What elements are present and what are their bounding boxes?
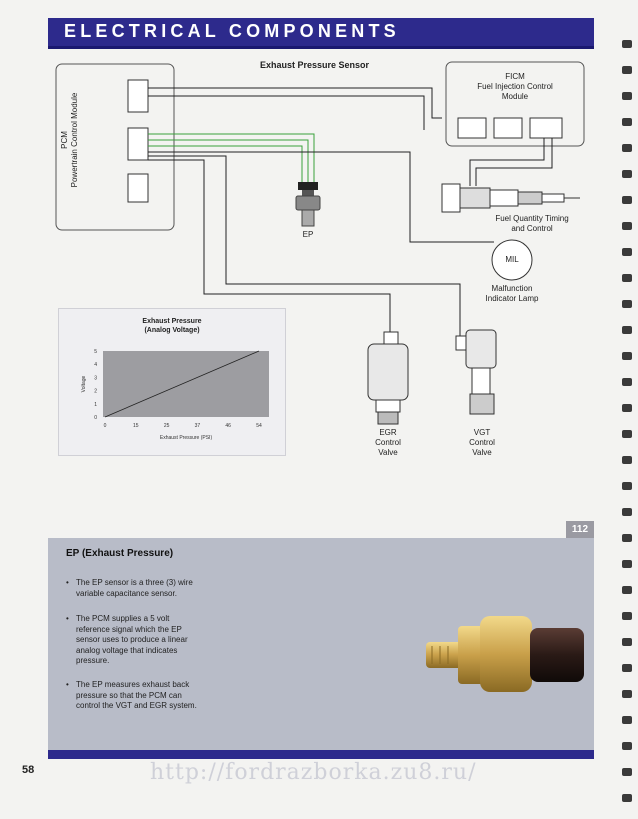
wiring-svg bbox=[55, 61, 585, 425]
page-title: ELECTRICAL COMPONENTS bbox=[64, 21, 400, 41]
mil-label: MIL bbox=[505, 255, 519, 264]
ficm-label: FICM Fuel Injection Control Module bbox=[477, 72, 553, 101]
x-axis-label: Exhaust Pressure (PSI) bbox=[160, 435, 213, 441]
page-number: 58 bbox=[22, 764, 35, 776]
ficm-connector-1 bbox=[457, 117, 487, 139]
info-strip bbox=[48, 750, 594, 759]
x-tick-label: 46 bbox=[225, 423, 231, 429]
ep-wire-3 bbox=[148, 145, 303, 182]
mil-lamp-icon bbox=[491, 239, 533, 281]
pcm-label: PCM Powertrain Control Module bbox=[60, 92, 79, 188]
y-tick-label: 4 bbox=[94, 362, 97, 368]
ficm-box bbox=[445, 61, 585, 147]
header-bar: ELECTRICAL COMPONENTS bbox=[48, 18, 594, 49]
vgt-valve-icon bbox=[455, 329, 497, 415]
x-tick-label: 37 bbox=[195, 423, 201, 429]
series-line bbox=[104, 350, 260, 418]
bullet-1: • The EP sensor is a three (3) wire vari… bbox=[66, 578, 193, 598]
bullet-3: • The EP measures exhaust back pressure … bbox=[66, 680, 197, 710]
x-tick-label: 54 bbox=[256, 423, 262, 429]
tab-number: 112 bbox=[566, 521, 594, 538]
injector-label: Fuel Quantity Timing and Control bbox=[495, 214, 569, 233]
x-tick-label: 25 bbox=[164, 423, 170, 429]
vgt-label: VGT Control Valve bbox=[469, 428, 495, 457]
pcm-box bbox=[55, 63, 175, 231]
pcm-connector-1 bbox=[127, 79, 149, 113]
x-tick-label: 0 bbox=[104, 423, 107, 429]
fuel-injector-icon bbox=[441, 183, 580, 213]
egr-label: EGR Control Valve bbox=[375, 428, 401, 457]
mil-caption: Malfunction Indicator Lamp bbox=[485, 284, 539, 303]
y-axis-label: Voltage bbox=[81, 375, 87, 392]
ep-wire-2 bbox=[148, 139, 309, 182]
chart-title: Exhaust Pressure (Analog Voltage) bbox=[142, 318, 202, 334]
y-tick-label: 2 bbox=[94, 389, 97, 395]
watermark: http://fordrazborka.zu8.ru/ bbox=[150, 760, 477, 785]
pcm-connector-2 bbox=[127, 127, 149, 161]
info-heading: EP (Exhaust Pressure) bbox=[66, 548, 174, 559]
y-tick-label: 1 bbox=[94, 402, 97, 408]
ep-label: EP bbox=[302, 230, 314, 239]
pcm-connector-3 bbox=[127, 173, 149, 203]
ficm-connector-2 bbox=[493, 117, 523, 139]
y-tick-label: 0 bbox=[94, 415, 97, 421]
ep-sensor-photo bbox=[426, 616, 584, 692]
y-tick-label: 3 bbox=[94, 375, 97, 381]
info-panel: EP (Exhaust Pressure) • The EP sensor is… bbox=[48, 538, 594, 750]
diagram-title: Exhaust Pressure Sensor bbox=[260, 60, 370, 70]
ep-sensor-icon bbox=[295, 182, 321, 227]
x-tick-label: 15 bbox=[133, 423, 139, 429]
y-tick-label: 5 bbox=[94, 349, 97, 355]
ficm-connector-3 bbox=[529, 117, 563, 139]
ep-wire-1 bbox=[148, 133, 315, 182]
egr-valve-icon bbox=[367, 331, 409, 425]
bullet-2: • The PCM supplies a 5 volt reference si… bbox=[66, 614, 188, 665]
wiring-diagram: Exhaust Pressure Sensor PCM Powertrain C… bbox=[55, 60, 585, 457]
